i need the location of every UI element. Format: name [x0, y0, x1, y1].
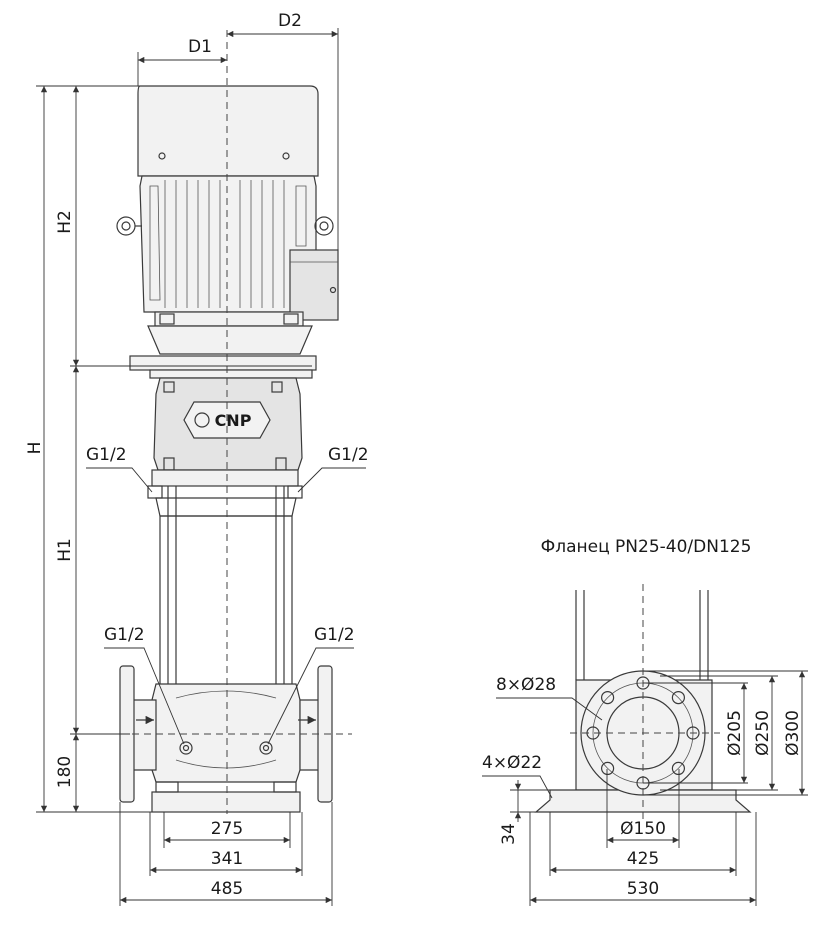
coupling-lantern — [147, 325, 313, 355]
leader-g-top-left — [86, 467, 153, 493]
cover-screw-right — [282, 152, 290, 160]
label-h: H — [25, 442, 45, 455]
label-341: 341 — [211, 849, 243, 869]
label-d250: Ø250 — [753, 710, 773, 756]
motor-fins — [164, 180, 285, 308]
motor-base-ring — [154, 311, 304, 327]
flange-title: Фланец PN25-40/DN125 — [541, 537, 752, 557]
label-34: 34 — [499, 823, 519, 845]
label-g-top-left: G1/2 — [86, 445, 127, 465]
label-g-bottom-left: G1/2 — [104, 625, 145, 645]
logo-text: CNP — [215, 411, 252, 430]
terminal-box — [289, 249, 339, 321]
label-d1: D1 — [188, 37, 212, 57]
lifting-eye-left — [116, 216, 136, 236]
label-anchor-holes: 4×Ø22 — [482, 753, 542, 773]
drain-port-left — [179, 741, 193, 755]
label-485: 485 — [211, 879, 243, 899]
label-425: 425 — [627, 849, 659, 869]
label-g-top-right: G1/2 — [328, 445, 369, 465]
label-180: 180 — [55, 756, 75, 788]
front-view: CNP — [96, 30, 352, 814]
flange-view — [534, 584, 752, 820]
flange-dimensions: 8×Ø28 4×Ø22 Ø205 Ø250 Ø300 34 Ø150 — [482, 670, 808, 906]
motor-flange-lower — [149, 369, 313, 379]
base-plate — [151, 791, 301, 813]
leader-g-top-right — [297, 467, 366, 493]
logo-mark-icon — [194, 412, 210, 428]
label-flange-holes: 8×Ø28 — [496, 675, 556, 695]
lifting-eye-right — [314, 216, 334, 236]
label-d205: Ø205 — [725, 710, 745, 756]
label-d2: D2 — [278, 11, 302, 31]
label-530: 530 — [627, 879, 659, 899]
leader-g-bottom-right — [267, 647, 354, 745]
leader-g-bottom-left — [104, 647, 185, 745]
label-g-bottom-right: G1/2 — [314, 625, 355, 645]
motor-side-left — [149, 185, 161, 301]
head-plate — [151, 469, 299, 487]
leader-anchor-holes — [482, 775, 553, 799]
pump-stack — [159, 515, 293, 687]
label-d300: Ø300 — [783, 710, 803, 756]
motor-flange — [129, 355, 317, 371]
label-h2: H2 — [55, 210, 75, 234]
cover-screw-left — [158, 152, 166, 160]
pump-base — [151, 683, 301, 783]
front-dimensions: D1 D2 H H2 H1 180 G1/2 G1/2 G1/2 G1/2 — [25, 11, 369, 906]
flange-bolt-holes — [586, 676, 700, 790]
leader-flange-holes — [496, 697, 603, 721]
drain-port-right — [259, 741, 273, 755]
motor-cover — [137, 85, 319, 177]
label-h1: H1 — [55, 538, 75, 562]
motor-side-right — [295, 185, 307, 247]
label-d150: Ø150 — [620, 819, 666, 839]
label-275: 275 — [211, 819, 243, 839]
